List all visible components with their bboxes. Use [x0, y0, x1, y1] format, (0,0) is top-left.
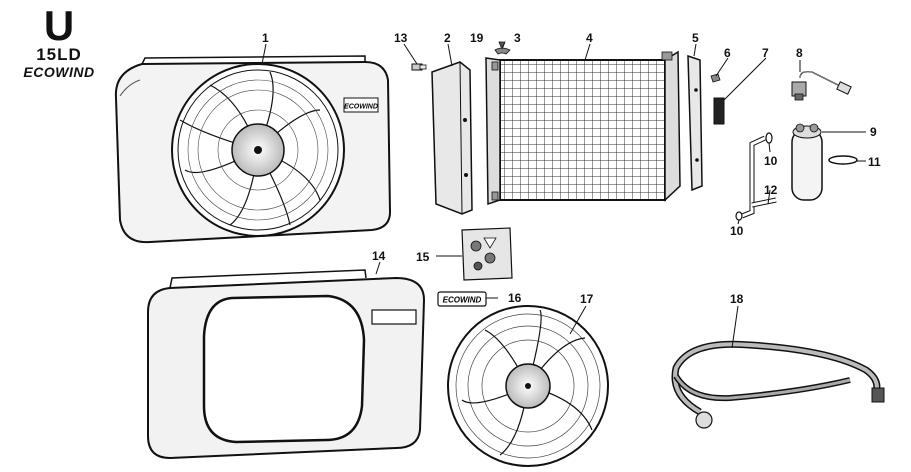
callout-18: 18 — [730, 292, 744, 306]
callout-9: 9 — [870, 125, 877, 139]
o-ring-icon — [735, 211, 743, 221]
callout-15: 15 — [416, 250, 430, 264]
fan-assembly-icon — [447, 305, 609, 467]
callout-10-bottom: 10 — [730, 224, 744, 238]
callout-2: 2 — [444, 31, 451, 45]
receiver-drier-icon — [791, 123, 823, 201]
callout-16: 16 — [508, 291, 522, 305]
callout-12: 12 — [764, 183, 778, 197]
callout-19: 19 — [470, 31, 484, 45]
pipe-icon — [741, 135, 777, 219]
outdoor-unit-assembly-icon: ECOWIND — [114, 55, 392, 244]
condenser-coil-icon — [485, 50, 681, 206]
callout-14: 14 — [372, 249, 386, 263]
callout-3: 3 — [514, 31, 521, 45]
o-ring-icon — [828, 155, 858, 165]
callout-11: 11 — [868, 155, 881, 169]
foam-pad-icon — [713, 97, 725, 125]
leader-lines — [261, 43, 866, 349]
callout-8: 8 — [796, 46, 803, 60]
section-letter: U — [43, 2, 75, 49]
clip-icon — [494, 47, 511, 55]
brand-block: U 15LD ECOWIND — [14, 2, 104, 81]
hardware-bag-icon — [461, 227, 513, 281]
screw-icon — [710, 73, 721, 83]
side-bracket-icon — [687, 54, 703, 192]
callout-6: 6 — [724, 46, 731, 60]
callout-4: 4 — [586, 31, 593, 45]
front-cover-icon — [147, 269, 426, 460]
callout-10-top: 10 — [764, 154, 778, 168]
model-name: 15LD — [36, 45, 82, 64]
o-ring-icon — [765, 132, 773, 144]
pressure-switch-icon — [791, 70, 852, 101]
callout-17: 17 — [580, 292, 594, 306]
callout-7: 7 — [762, 46, 769, 60]
callout-1: 1 — [262, 31, 269, 45]
callout-13: 13 — [394, 31, 408, 45]
side-bracket-icon — [431, 61, 473, 215]
unit-logo-text: ECOWIND — [344, 104, 378, 111]
loose-logo-text: ECOWIND — [443, 296, 482, 305]
wiring-harness-icon — [671, 340, 885, 429]
bolt-icon — [411, 63, 427, 71]
brand-logo: ECOWIND — [23, 64, 95, 80]
logo-badge-icon: ECOWIND — [437, 291, 487, 307]
callout-5: 5 — [692, 31, 699, 45]
